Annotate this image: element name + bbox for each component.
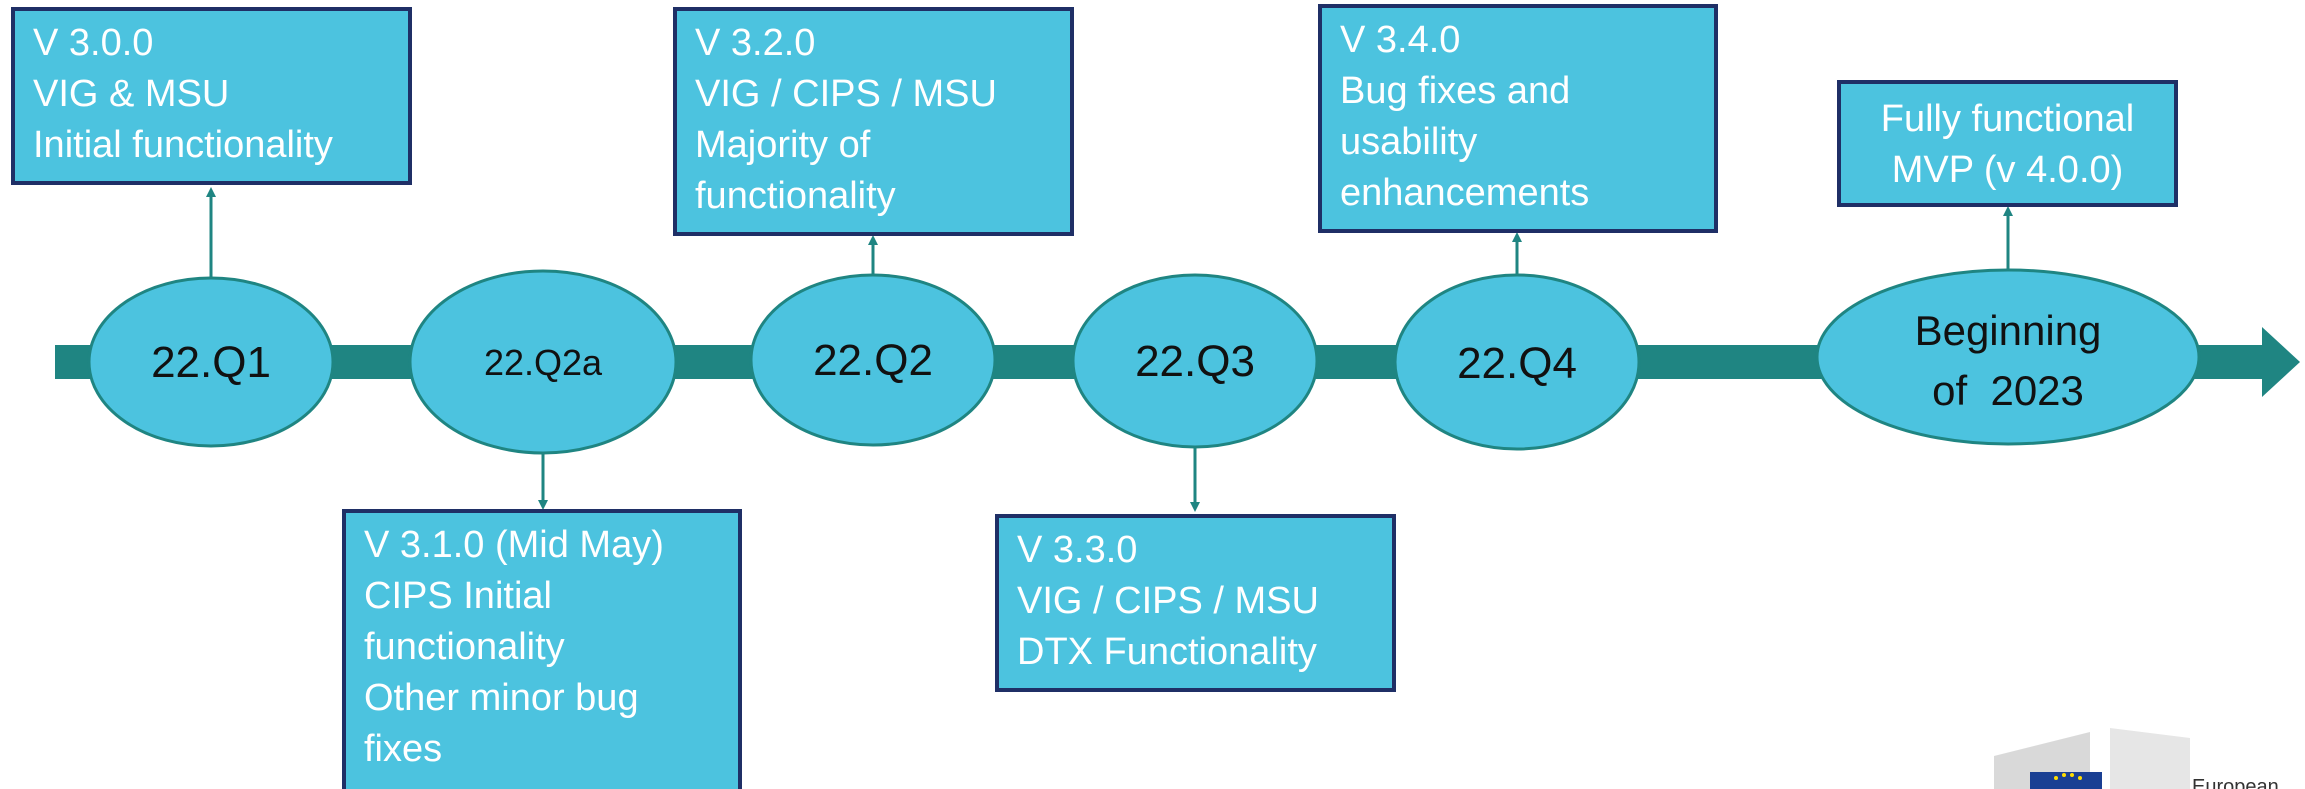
milestone-line: V 3.0.0 xyxy=(33,22,154,64)
logo-text: European xyxy=(2192,776,2279,789)
node-22-q1: 22.Q1 xyxy=(87,276,335,448)
milestone-line: Other minor bug xyxy=(364,677,639,719)
milestone-line: DTX Functionality xyxy=(1017,631,1317,673)
node-label-line1: Beginning xyxy=(1915,307,2102,354)
milestone-line: V 3.1.0 (Mid May) xyxy=(364,524,664,566)
milestone-v310: V 3.1.0 (Mid May) CIPS Initial functiona… xyxy=(342,509,742,789)
milestone-line: V 3.4.0 xyxy=(1340,19,1461,61)
milestone-line: Initial functionality xyxy=(33,124,333,166)
milestone-line: VIG & MSU xyxy=(33,73,230,115)
milestone-line: VIG / CIPS / MSU xyxy=(1017,580,1319,622)
milestone-line: fixes xyxy=(364,728,443,770)
node-22-q2a: 22.Q2a xyxy=(408,269,678,455)
milestone-line: V 3.2.0 xyxy=(695,22,816,64)
node-label: 22.Q4 xyxy=(1457,339,1577,388)
milestone-line: functionality xyxy=(364,626,565,668)
european-commission-logo: European xyxy=(1990,728,2305,789)
node-beginning-2023: Beginning of 2023 xyxy=(1815,268,2201,446)
node-label: 22.Q1 xyxy=(151,338,271,387)
milestone-line: Majority of xyxy=(695,124,871,166)
milestone-line: Bug fixes and xyxy=(1340,70,1571,112)
node-label: 22.Q2a xyxy=(484,342,603,383)
node-22-q3: 22.Q3 xyxy=(1071,273,1319,449)
milestone-v320: V 3.2.0 VIG / CIPS / MSU Majority of fun… xyxy=(673,7,1074,236)
milestone-v330: V 3.3.0 VIG / CIPS / MSU DTX Functionali… xyxy=(995,514,1396,692)
timeline-arrowhead-icon xyxy=(2262,327,2300,397)
milestone-line: V 3.3.0 xyxy=(1017,529,1138,571)
eu-flag-icon xyxy=(1994,728,2190,789)
node-22-q2: 22.Q2 xyxy=(749,273,997,447)
node-label: 22.Q3 xyxy=(1135,337,1255,386)
milestone-line: usability xyxy=(1340,121,1478,163)
milestone-line: functionality xyxy=(695,175,896,217)
node-22-q4: 22.Q4 xyxy=(1393,273,1641,451)
milestone-mvp: Fully functional MVP (v 4.0.0) xyxy=(1837,80,2178,207)
node-label-line2: of 2023 xyxy=(1932,367,2084,414)
milestone-line: enhancements xyxy=(1340,172,1590,214)
milestone-line: VIG / CIPS / MSU xyxy=(695,73,997,115)
milestone-v340: V 3.4.0 Bug fixes and usability enhancem… xyxy=(1318,4,1718,233)
node-label: 22.Q2 xyxy=(813,336,933,385)
milestone-line: Fully functional xyxy=(1880,98,2135,140)
milestone-line: CIPS Initial xyxy=(364,575,552,617)
milestone-line: MVP (v 4.0.0) xyxy=(1891,149,2124,191)
milestone-v300: V 3.0.0 VIG & MSU Initial functionality xyxy=(11,7,412,185)
